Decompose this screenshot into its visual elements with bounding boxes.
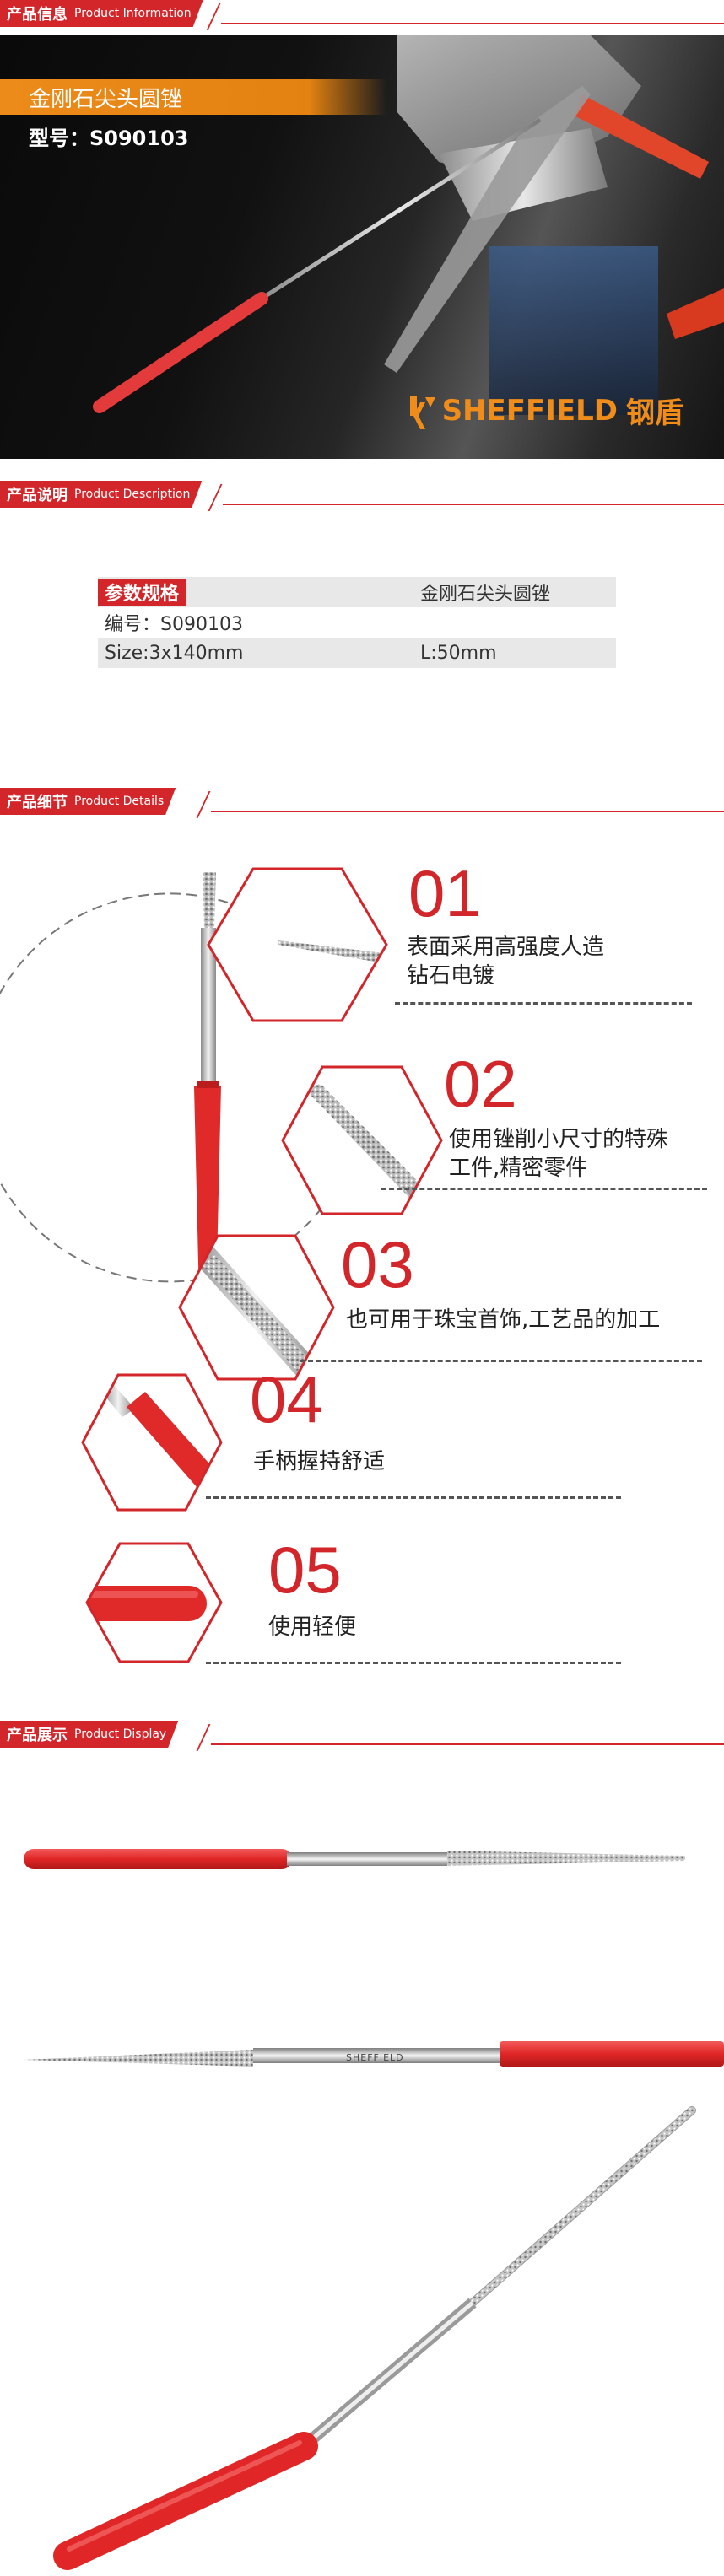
detail-number: 05 [268, 1533, 342, 1607]
brand-name-en: SHEFFIELD [441, 393, 618, 428]
detail-number: 01 [408, 856, 482, 930]
display-file-3 [53, 2106, 696, 2570]
detail-separator [395, 1002, 692, 1005]
spec-row: 编号：S090103 [98, 607, 616, 638]
hero-title-band: 金刚石尖头圆锉 [0, 79, 386, 115]
section-title-cn: 产品说明 [7, 487, 68, 504]
divider-slash [206, 3, 221, 30]
spec-cell: 编号：S090103 [105, 614, 243, 635]
detail-line: 工件,精密零件 [449, 1156, 588, 1181]
spec-cell: Size:3x140mm [105, 642, 244, 664]
divider-line [211, 1743, 724, 1745]
detail-line: 使用轻便 [268, 1614, 357, 1640]
section-title-en: Product Details [74, 795, 165, 808]
spec-header-row: 参数规格 金刚石尖头圆锉 [98, 577, 616, 607]
detail-number: 03 [341, 1227, 414, 1301]
display-file-1 [24, 1849, 685, 1869]
detail-line: 使用锉削小尺寸的特殊 [449, 1127, 669, 1152]
display-engraving: SHEFFIELD [346, 2052, 404, 2063]
detail-separator [206, 1496, 621, 1499]
hero-model: 型号：S090103 [29, 127, 189, 150]
hero-banner: 金刚石尖头圆锉 型号：S090103 SHEFFIELD 钢盾 [0, 35, 724, 459]
detail-number: 04 [250, 1362, 323, 1436]
detail-description: 手柄握持舒适 [253, 1447, 385, 1476]
brand-mark-icon [409, 395, 435, 429]
divider-line [223, 504, 724, 505]
section-header-info: 产品信息 Product Information [0, 0, 724, 30]
section-title-cn: 产品展示 [7, 1727, 68, 1744]
section-tag: 产品细节 Product Details [0, 788, 176, 815]
detail-separator [206, 1662, 621, 1664]
detail-line: 也可用于珠宝首饰,工艺品的加工 [346, 1307, 661, 1333]
section-header-details: 产品细节 Product Details [0, 788, 724, 818]
brand-logo: SHEFFIELD 钢盾 [408, 390, 683, 431]
detail-description: 也可用于珠宝首饰,工艺品的加工 [346, 1306, 660, 1334]
hero-photo [93, 35, 724, 415]
hero-title: 金刚石尖头圆锉 [29, 86, 183, 112]
divider-line [221, 23, 724, 24]
detail-description: 使用轻便 [268, 1613, 356, 1641]
spec-cell: L:50mm [420, 642, 497, 664]
details-illustration [0, 867, 443, 1663]
section-tag: 产品信息 Product Information [0, 0, 203, 27]
divider-slash [196, 791, 211, 818]
detail-separator [381, 1188, 707, 1190]
spec-table: 参数规格 金刚石尖头圆锉 编号：S090103 Size:3x140mm L:5… [98, 577, 616, 668]
display-file-2 [24, 2041, 724, 2067]
detail-line: 钻石电镀 [407, 963, 495, 989]
section-header-display: 产品展示 Product Display [0, 1721, 724, 1751]
section-title-cn: 产品信息 [7, 6, 68, 24]
detail-description: 表面采用高强度人造 钻石电镀 [407, 933, 604, 990]
section-title-en: Product Information [74, 7, 192, 20]
detail-number: 02 [444, 1047, 517, 1121]
section-title-en: Product Display [74, 1727, 167, 1741]
spec-header-value: 金刚石尖头圆锉 [420, 584, 551, 605]
divider-slash [196, 1724, 211, 1751]
spec-header-label: 参数规格 [98, 579, 186, 606]
brand-name-cn: 钢盾 [626, 396, 683, 430]
detail-line: 表面采用高强度人造 [407, 935, 605, 960]
product-display-photos: SHEFFIELD [24, 1849, 724, 2570]
section-title-cn: 产品细节 [7, 794, 68, 811]
section-header-desc: 产品说明 Product Description [0, 481, 724, 511]
section-tag: 产品展示 Product Display [0, 1721, 178, 1748]
spec-row: Size:3x140mm L:50mm [98, 638, 616, 668]
detail-description: 使用锉削小尺寸的特殊 工件,精密零件 [449, 1125, 668, 1183]
section-tag: 产品说明 Product Description [0, 481, 202, 508]
section-title-en: Product Description [74, 488, 191, 501]
detail-separator [300, 1360, 702, 1362]
divider-slash [208, 484, 223, 511]
detail-line: 手柄握持舒适 [253, 1449, 386, 1474]
divider-line [211, 811, 724, 812]
